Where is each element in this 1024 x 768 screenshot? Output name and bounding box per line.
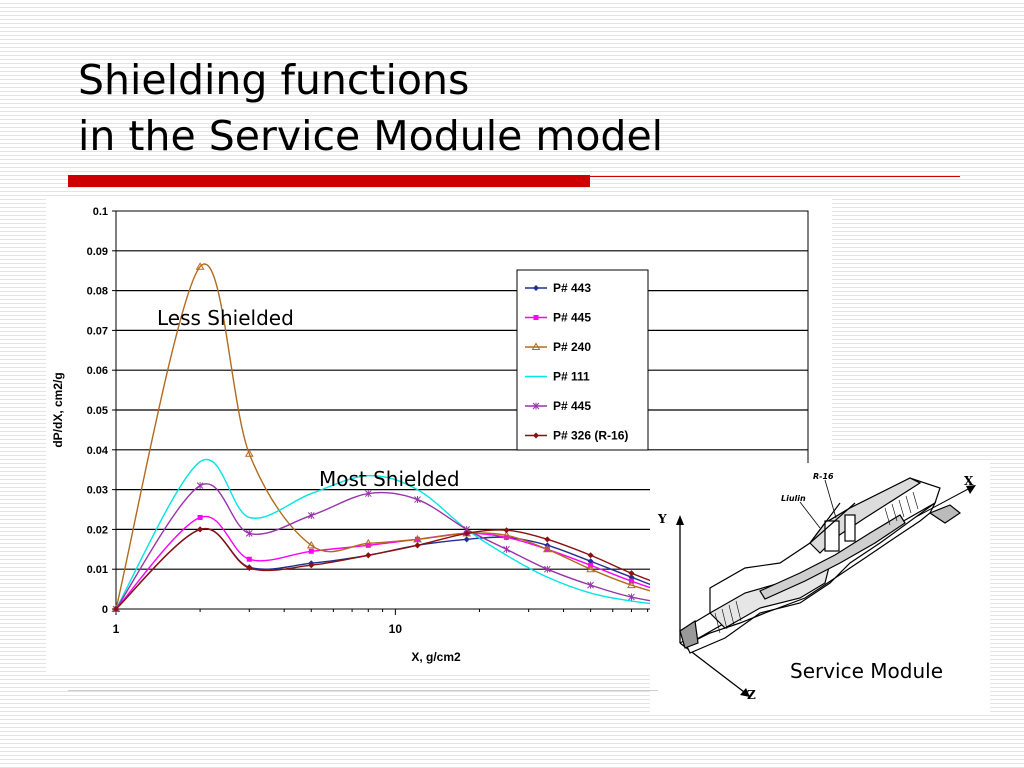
data-point bbox=[244, 449, 254, 457]
x-tick-label: 10 bbox=[389, 622, 403, 636]
data-point bbox=[197, 514, 203, 520]
data-point bbox=[246, 565, 253, 572]
legend-label: P# 326 (R-16) bbox=[553, 429, 628, 443]
data-point bbox=[531, 342, 541, 350]
data-point bbox=[542, 544, 552, 553]
data-point bbox=[365, 542, 371, 548]
data-point bbox=[308, 562, 315, 569]
legend-label: P# 111 bbox=[553, 370, 590, 384]
slide-title: Shielding functions in the Service Module… bbox=[78, 52, 663, 164]
data-point bbox=[503, 545, 510, 553]
inset-axis-x: X bbox=[964, 474, 974, 488]
data-point bbox=[586, 564, 595, 573]
data-point bbox=[533, 432, 539, 439]
data-point bbox=[532, 402, 540, 410]
x-tick-label: 1 bbox=[113, 622, 120, 636]
annotation-most-shielded: Most Shielded bbox=[319, 467, 460, 491]
y-tick-label: 0.02 bbox=[87, 524, 108, 536]
y-tick-label: 0.01 bbox=[87, 564, 108, 576]
data-point bbox=[502, 530, 511, 539]
data-point bbox=[543, 565, 551, 573]
title-line-1: Shielding functions bbox=[78, 56, 470, 104]
data-point bbox=[306, 540, 316, 549]
data-point bbox=[113, 606, 119, 612]
data-point bbox=[364, 490, 372, 498]
title-underline-bar bbox=[68, 175, 590, 187]
data-point bbox=[533, 285, 539, 291]
module-body bbox=[679, 477, 962, 654]
data-point bbox=[628, 593, 635, 601]
title-line-2: in the Service Module model bbox=[78, 112, 664, 160]
x-axis-label: X, g/cm2 bbox=[411, 650, 461, 664]
label-liulin: Liulin bbox=[781, 494, 806, 503]
inset-axis-y: Y bbox=[657, 512, 667, 526]
data-point bbox=[463, 536, 470, 543]
data-point bbox=[628, 570, 635, 577]
data-point bbox=[414, 496, 421, 504]
legend-label: P# 445 bbox=[553, 399, 591, 413]
service-module-drawing: Y X Z R-16 Liulin bbox=[657, 472, 976, 702]
chart-panel: 0 0.01 0.02 0.03 0.04 0.05 0.06 0.07 0.08 0.09 0.1… bbox=[46, 196, 832, 672]
data-point bbox=[196, 482, 204, 490]
data-point bbox=[246, 556, 252, 562]
y-tick-label: 0.04 bbox=[87, 445, 109, 457]
service-module-diagram: Y X Z R-16 Liulin Service Module bbox=[650, 463, 990, 713]
y-tick-label: 0.1 bbox=[93, 206, 108, 218]
annotation-less-shielded: Less Shielded bbox=[157, 306, 294, 330]
y-axis-label: dP/dX, cm2/g bbox=[51, 372, 65, 447]
data-point bbox=[503, 527, 510, 534]
legend-label: P# 240 bbox=[553, 340, 591, 354]
data-point bbox=[307, 511, 315, 519]
data-point bbox=[308, 548, 314, 554]
y-tick-label: 0.06 bbox=[87, 365, 108, 377]
data-point bbox=[627, 580, 636, 589]
data-point bbox=[414, 542, 421, 549]
inset-caption: Service Module bbox=[790, 659, 943, 683]
legend-label: P# 445 bbox=[553, 311, 591, 325]
footer-rule bbox=[68, 690, 658, 691]
legend-box bbox=[516, 269, 649, 451]
data-point bbox=[365, 552, 372, 559]
y-tick-label: 0.09 bbox=[87, 246, 108, 258]
data-point bbox=[197, 526, 204, 533]
y-tick-label: 0.03 bbox=[87, 485, 108, 497]
data-point bbox=[195, 262, 205, 270]
data-point bbox=[463, 530, 470, 537]
data-point bbox=[587, 581, 594, 589]
data-point bbox=[533, 315, 539, 320]
data-point bbox=[245, 529, 253, 537]
y-tick-label: 0 bbox=[102, 604, 108, 616]
label-r16: R-16 bbox=[813, 472, 834, 481]
chart-legend: P# 443 P# 445 P# 240 P# 111 P# 445 P# 326 (R-… bbox=[516, 269, 649, 451]
y-tick-label: 0.08 bbox=[87, 286, 108, 298]
data-point bbox=[544, 536, 551, 543]
data-point bbox=[504, 534, 510, 540]
inset-axis-z: Z bbox=[747, 688, 756, 702]
y-tick-label: 0.05 bbox=[87, 405, 108, 417]
legend-label: P# 443 bbox=[553, 281, 591, 295]
module-hatching bbox=[714, 491, 919, 634]
y-tick-label: 0.07 bbox=[87, 325, 108, 337]
data-point bbox=[413, 534, 422, 543]
data-point bbox=[628, 574, 635, 581]
title-underline-thin bbox=[590, 176, 960, 177]
data-point bbox=[363, 538, 373, 547]
data-point bbox=[587, 552, 594, 559]
